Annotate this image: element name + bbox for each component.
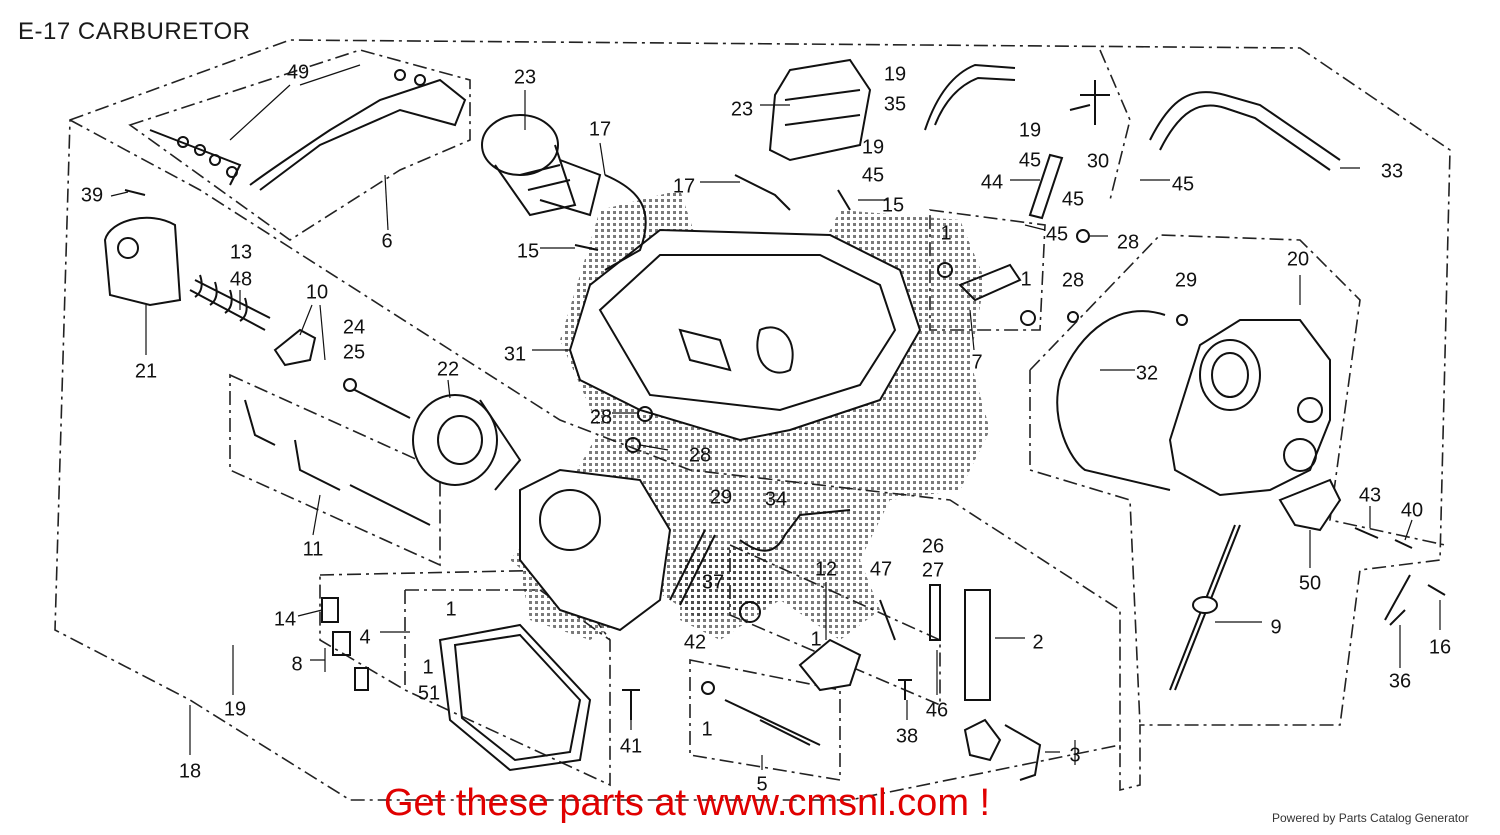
part-callout-26[interactable]: 26 [922, 535, 944, 557]
part-callout-43[interactable]: 43 [1359, 484, 1381, 506]
part-callout-15[interactable]: 15 [882, 194, 904, 216]
part-callout-8[interactable]: 8 [291, 653, 302, 675]
part-callout-47[interactable]: 47 [870, 558, 892, 580]
part-callout-28[interactable]: 28 [1062, 269, 1084, 291]
part-callout-29[interactable]: 29 [710, 486, 732, 508]
part-callout-27[interactable]: 27 [922, 559, 944, 581]
part-callout-35[interactable]: 35 [884, 93, 906, 115]
buy-parts-link[interactable]: Get these parts at www.cmsnl.com ! [384, 782, 991, 824]
part-callout-33[interactable]: 33 [1381, 160, 1403, 182]
part-callout-50[interactable]: 50 [1299, 572, 1321, 594]
part-callout-39[interactable]: 39 [81, 184, 103, 206]
part-callout-40[interactable]: 40 [1401, 499, 1423, 521]
part-callout-45[interactable]: 45 [1046, 223, 1068, 245]
part-callout-20[interactable]: 20 [1287, 248, 1309, 270]
parts-drawing [103, 58, 1446, 781]
part-callout-31[interactable]: 31 [504, 343, 526, 365]
part-callout-45[interactable]: 45 [1062, 188, 1084, 210]
assembly-frame [54, 39, 1451, 801]
page-title: E-17 CARBURETOR [18, 18, 251, 45]
part-callout-19[interactable]: 19 [884, 63, 906, 85]
part-callout-23[interactable]: 23 [514, 66, 536, 88]
part-callout-17[interactable]: 17 [589, 118, 611, 140]
powered-by-text: Powered by Parts Catalog Generator [1272, 811, 1469, 825]
part-callout-7[interactable]: 7 [971, 351, 982, 373]
part-callout-24[interactable]: 24 [343, 316, 365, 338]
part-callout-49[interactable]: 49 [287, 61, 309, 83]
leader-lines [110, 64, 1441, 770]
part-callout-9[interactable]: 9 [1270, 616, 1281, 638]
part-callout-42[interactable]: 42 [684, 631, 706, 653]
part-callout-10[interactable]: 10 [306, 281, 328, 303]
part-callout-5[interactable]: 5 [756, 773, 767, 795]
part-callout-19[interactable]: 19 [1019, 119, 1041, 141]
part-callout-11[interactable]: 11 [303, 538, 324, 560]
part-callout-19[interactable]: 19 [862, 136, 884, 158]
part-callout-45[interactable]: 45 [1019, 149, 1041, 171]
part-callout-28[interactable]: 28 [689, 444, 711, 466]
part-callout-32[interactable]: 32 [1136, 362, 1158, 384]
part-callout-13[interactable]: 13 [230, 241, 252, 263]
part-callout-29[interactable]: 29 [1175, 269, 1197, 291]
part-callout-1[interactable]: 1 [445, 598, 456, 620]
part-callout-14[interactable]: 14 [274, 608, 296, 630]
part-callout-3[interactable]: 3 [1069, 744, 1080, 766]
part-callout-1[interactable]: 1 [940, 222, 951, 244]
part-callout-6[interactable]: 6 [381, 230, 392, 252]
part-callout-44[interactable]: 44 [981, 171, 1003, 193]
part-callout-18[interactable]: 18 [179, 760, 201, 782]
part-callout-48[interactable]: 48 [230, 268, 252, 290]
part-callout-45[interactable]: 45 [1172, 173, 1194, 195]
part-callout-51[interactable]: 51 [418, 682, 440, 704]
part-callout-1[interactable]: 1 [422, 656, 433, 678]
part-callout-38[interactable]: 38 [896, 725, 918, 747]
part-callout-34[interactable]: 34 [765, 488, 787, 510]
part-callout-15[interactable]: 15 [517, 240, 539, 262]
part-callout-46[interactable]: 46 [926, 699, 948, 721]
part-callout-25[interactable]: 25 [343, 341, 365, 363]
part-callout-22[interactable]: 22 [437, 358, 459, 380]
part-callout-4[interactable]: 4 [359, 626, 370, 648]
part-callout-36[interactable]: 36 [1389, 670, 1411, 692]
part-callout-1[interactable]: 1 [810, 628, 821, 650]
part-callout-12[interactable]: 12 [815, 558, 837, 580]
part-callout-45[interactable]: 45 [862, 164, 884, 186]
part-callout-21[interactable]: 21 [135, 360, 157, 382]
part-callout-19[interactable]: 19 [224, 698, 246, 720]
part-callout-1[interactable]: 1 [701, 718, 712, 740]
part-callout-28[interactable]: 28 [1117, 231, 1139, 253]
part-callout-17[interactable]: 17 [673, 175, 695, 197]
part-callout-23[interactable]: 23 [731, 98, 753, 120]
part-callout-30[interactable]: 30 [1087, 150, 1109, 172]
part-callout-41[interactable]: 41 [620, 735, 642, 757]
part-callout-28[interactable]: 28 [590, 406, 612, 428]
part-callout-16[interactable]: 16 [1429, 636, 1451, 658]
part-callout-1[interactable]: 1 [1020, 268, 1031, 290]
part-callout-37[interactable]: 37 [702, 571, 724, 593]
part-callout-2[interactable]: 2 [1032, 631, 1043, 653]
